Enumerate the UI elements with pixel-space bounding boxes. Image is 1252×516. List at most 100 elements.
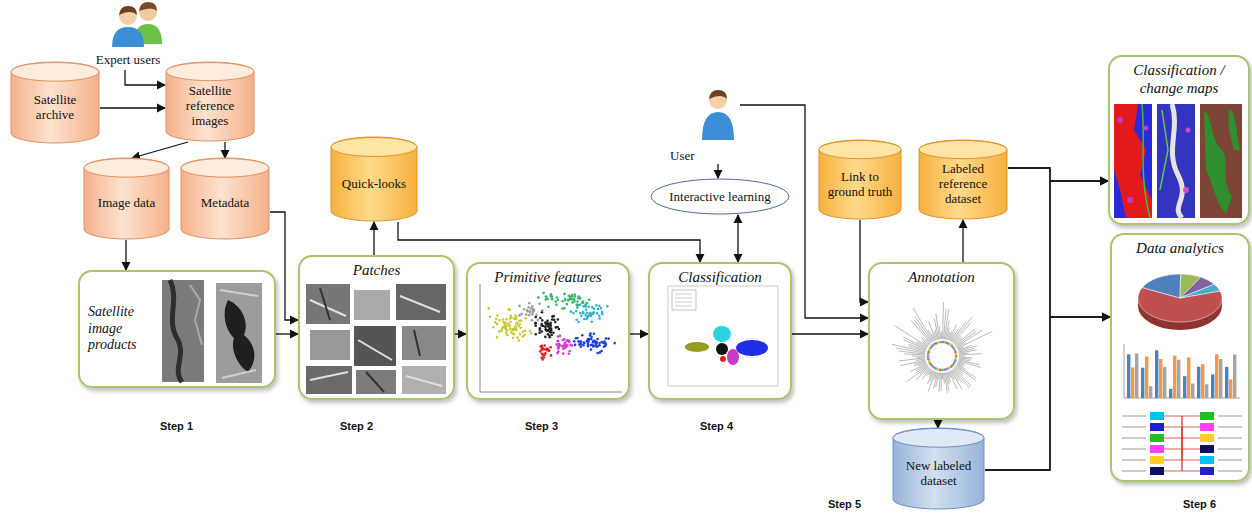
scatter-dot xyxy=(573,340,576,343)
tree-branch xyxy=(945,321,949,340)
cluster-plot-part xyxy=(736,340,768,356)
scatter-dot xyxy=(550,334,553,337)
scatter-dot xyxy=(577,340,580,343)
scatter-dot xyxy=(558,344,561,347)
scatter-dot xyxy=(548,349,551,352)
scatter-dot xyxy=(554,300,557,303)
connector xyxy=(630,333,648,334)
scatter-dot xyxy=(510,331,513,334)
change-maps-part xyxy=(1183,187,1189,193)
legend-swatch-art xyxy=(1200,467,1214,475)
tree-branch xyxy=(895,326,928,347)
scatter-dot xyxy=(541,358,544,361)
text-holder: Satellite archive xyxy=(14,82,96,135)
box-heading: Data analytics xyxy=(1118,239,1242,257)
scatter-dot xyxy=(495,318,498,321)
scatter-dot xyxy=(557,347,560,350)
cylinder-top xyxy=(84,159,169,178)
scatter-dot xyxy=(571,301,574,304)
bar xyxy=(1229,380,1232,399)
scatter-dot xyxy=(595,304,598,307)
cylinder-body xyxy=(181,158,269,239)
text-holder: Link to ground truth xyxy=(822,159,898,210)
tree-branch xyxy=(943,373,945,383)
scatter-dot xyxy=(520,326,523,329)
scatter-dot xyxy=(515,318,518,321)
scatter-dot xyxy=(588,298,591,301)
scatter-dot xyxy=(496,323,499,326)
tree-branch xyxy=(936,314,940,339)
scatter-dot xyxy=(513,333,516,336)
scatter-dot xyxy=(544,328,547,331)
legend-swatch-art xyxy=(1200,456,1214,464)
scatter-dot xyxy=(531,305,534,308)
connector xyxy=(455,333,466,334)
scatter-dot xyxy=(528,314,531,317)
scatter-dot xyxy=(504,328,507,331)
node-label: Satellite archive xyxy=(14,93,96,123)
tree-branch xyxy=(917,357,926,359)
cluster-plot-part xyxy=(685,342,709,352)
bar xyxy=(1163,367,1166,398)
scatter-dot xyxy=(529,311,532,314)
text-holder: Labeled reference dataset xyxy=(922,159,1004,210)
scatter-dot xyxy=(598,344,601,347)
tree-leaf xyxy=(937,341,940,344)
database-cylinder: Satellite archive xyxy=(10,62,100,144)
cluster-plot-part xyxy=(716,343,728,355)
cylinder-body xyxy=(893,428,984,509)
scatter-dot xyxy=(544,321,547,324)
scatter-dot xyxy=(545,296,548,299)
cylinder-body xyxy=(919,140,1007,219)
cluster-plot xyxy=(668,286,778,386)
cylinder-top xyxy=(819,141,901,159)
scatter-dot xyxy=(591,321,594,324)
database-cylinder: Image data xyxy=(83,158,170,240)
legend-link xyxy=(1164,427,1200,471)
scatter-dot xyxy=(509,328,512,331)
node-label: Labeled reference dataset xyxy=(922,162,1004,207)
tree-branch xyxy=(928,330,934,341)
change-maps xyxy=(1114,104,1242,218)
scatter-dot xyxy=(586,312,589,315)
cylinder-top xyxy=(166,63,254,81)
connector xyxy=(860,220,868,302)
patch-collage-part xyxy=(402,326,446,360)
legend-swatch-art xyxy=(1200,434,1214,442)
change-maps-part xyxy=(1114,104,1152,218)
connector xyxy=(985,317,1110,470)
cylinder-body xyxy=(84,158,169,239)
scatter-dot xyxy=(589,344,592,347)
legend-line xyxy=(1122,427,1146,428)
database-cylinder: Quick-looks xyxy=(330,137,418,222)
box-heading: Classification xyxy=(656,268,784,286)
patch-collage-part xyxy=(320,288,420,392)
process-box: Classification xyxy=(648,262,792,400)
node-label: Expert users xyxy=(96,52,161,68)
change-maps-part xyxy=(1186,128,1191,133)
step-label: Step 3 xyxy=(525,420,558,432)
step-label: Step 2 xyxy=(340,420,373,432)
scatter-dot xyxy=(556,296,559,299)
node-label: Quick-looks xyxy=(342,177,406,192)
scatter-dot xyxy=(590,335,593,338)
scatter-dot xyxy=(523,308,526,311)
scatter-dot xyxy=(598,342,601,345)
text-holder: Patches xyxy=(306,261,447,279)
scatter-dot xyxy=(552,331,555,334)
bar xyxy=(1183,376,1186,398)
scatter-dot xyxy=(583,341,586,344)
legend-line xyxy=(1218,416,1242,417)
scatter-dot xyxy=(583,318,586,321)
scatter-dot xyxy=(581,301,584,304)
scatter-dot xyxy=(564,299,567,302)
text-holder: New labeled dataset xyxy=(896,448,981,501)
database-cylinder: Link to ground truth xyxy=(818,140,902,220)
node-label: User xyxy=(670,148,695,164)
tree-branch xyxy=(942,373,943,380)
database-cylinder: Metadata xyxy=(180,158,270,240)
tree-branch xyxy=(899,358,925,361)
scatter-dot xyxy=(509,320,512,323)
tree-leaf xyxy=(941,369,944,372)
cluster-plot-part xyxy=(668,286,778,386)
